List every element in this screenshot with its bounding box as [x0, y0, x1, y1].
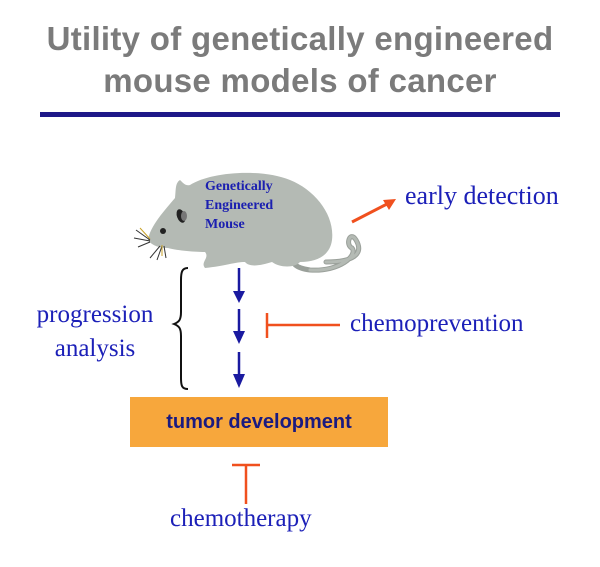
page-title: Utility of genetically engineered mouse …: [0, 18, 600, 102]
down-arrow-icon: [233, 309, 245, 344]
mouse-label-line-1: Genetically: [205, 179, 273, 194]
chemoprevention-label: chemoprevention: [350, 310, 524, 337]
mouse-label-line-3: Mouse: [205, 217, 245, 232]
progression-line-1: progression: [36, 301, 154, 328]
down-arrow-icon: [233, 268, 245, 303]
title-line-2: mouse models of cancer: [103, 62, 497, 99]
tumor-development-label: tumor development: [166, 410, 352, 433]
early-detection-label: early detection: [405, 181, 559, 210]
title-line-1: Utility of genetically engineered: [46, 20, 554, 57]
chemotherapy-inhibit-icon: [232, 463, 260, 504]
mouse-label: Genetically Engineered Mouse: [205, 177, 273, 234]
progression-brace-icon: [171, 267, 189, 390]
chemoprevention-inhibit-icon: [265, 313, 340, 338]
down-arrow-icon: [233, 352, 245, 388]
early-detection-arrow-icon: [351, 199, 396, 224]
tumor-development-box: tumor development: [130, 397, 388, 447]
progression-arrows: [233, 268, 245, 388]
progression-analysis-label: progression analysis: [24, 298, 166, 366]
mouse-icon: [133, 172, 362, 273]
mouse-label-line-2: Engineered: [205, 198, 274, 213]
progression-line-2: analysis: [54, 335, 136, 362]
title-underline: [40, 112, 560, 117]
chemotherapy-label: chemotherapy: [170, 505, 312, 532]
